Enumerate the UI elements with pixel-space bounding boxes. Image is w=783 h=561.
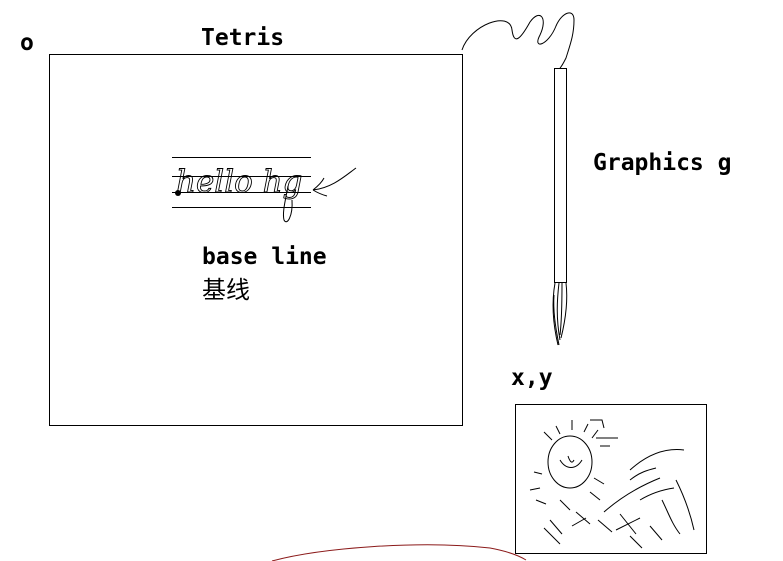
baseline-label: base line [202,244,327,270]
landscape-doodle [543,449,695,549]
baseline-origin-dot [175,190,181,196]
brush-bristles-icon [552,282,568,346]
arrow-icon [312,167,357,197]
sun-face [547,435,593,489]
sun-doodle [529,419,618,505]
brush-body [554,68,567,283]
brush-cord [461,12,575,69]
handwritten-text: hello hg [176,164,302,200]
graphics-label: Graphics g [593,150,732,176]
picture-frame [515,404,707,554]
origin-label: o [20,30,34,56]
bottom-curve [271,544,527,561]
coords-label: x,y [511,365,553,391]
sun-smile [559,459,583,468]
window-frame [49,54,463,426]
handwriting-guide-lines [172,157,311,208]
baseline-label-zh: 基线 [202,276,250,304]
descender-loop [283,185,293,223]
window-title: Tetris [201,25,285,51]
